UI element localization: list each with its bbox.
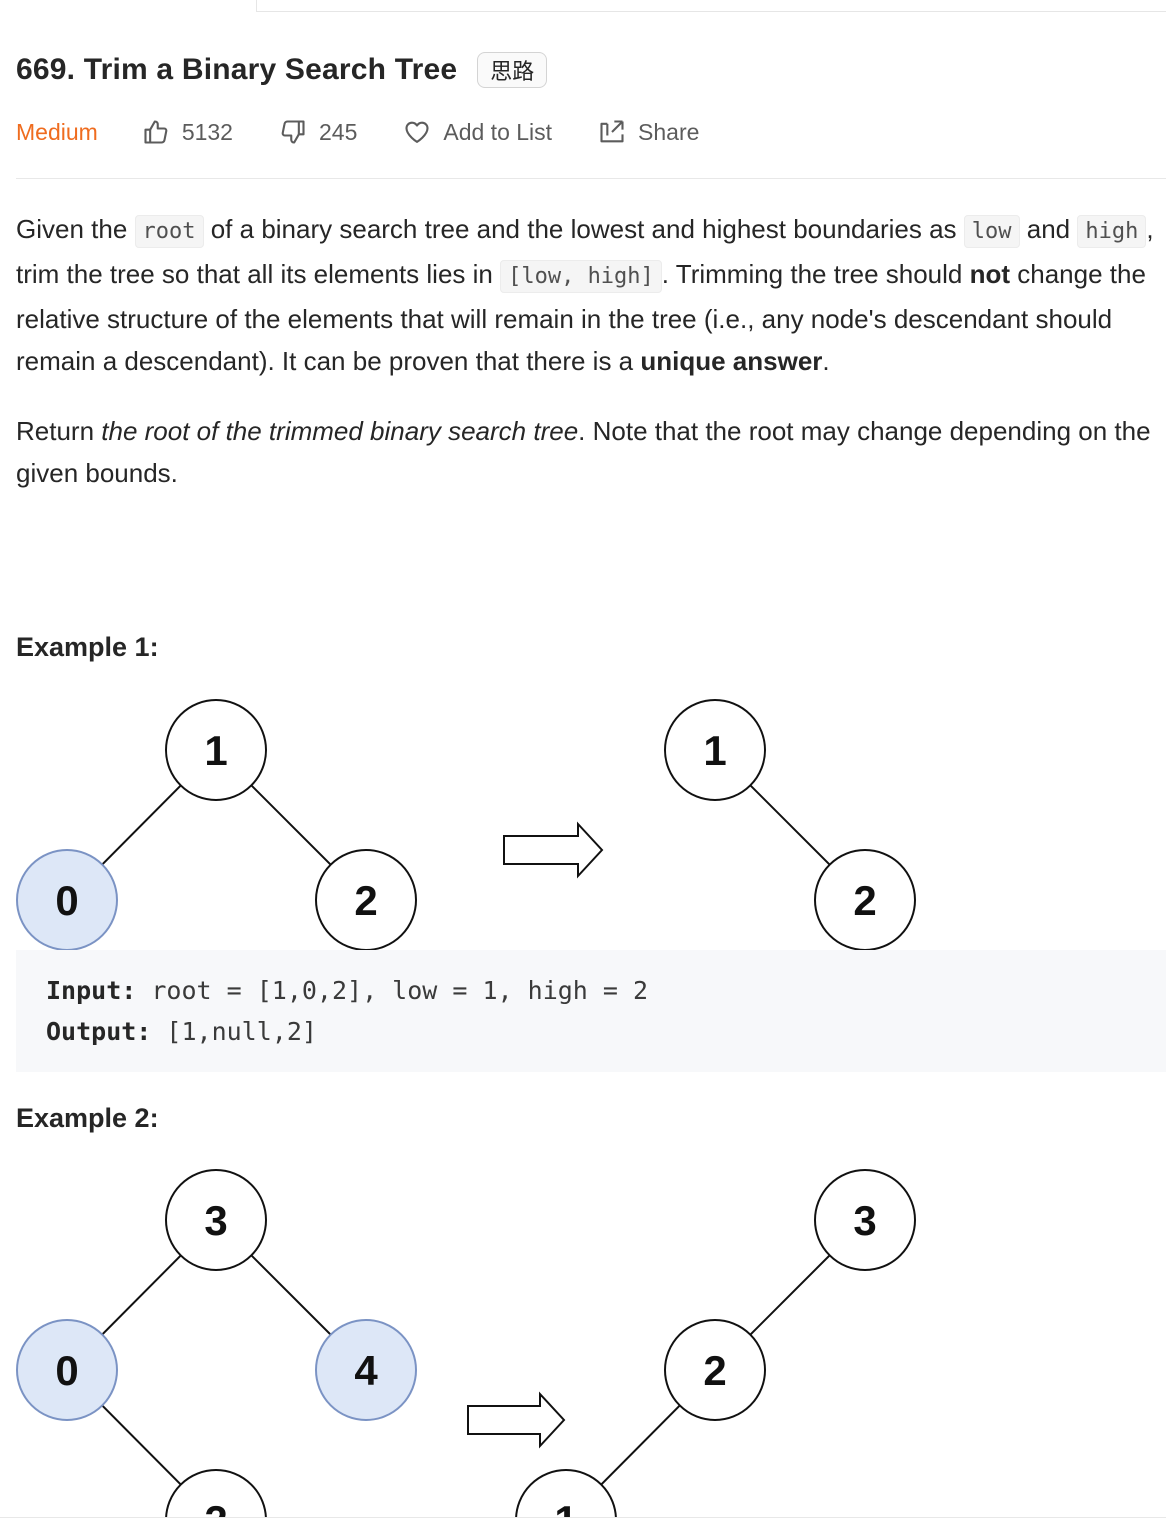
header-divider (16, 178, 1166, 179)
heart-icon (405, 121, 429, 143)
add-to-list-button[interactable]: Add to List (403, 118, 552, 146)
example-1-input: Input: root = [1,0,2], low = 1, high = 2 (46, 976, 649, 1005)
example-1-heading: Example 1: (16, 632, 159, 662)
svg-text:0: 0 (55, 877, 78, 924)
example-1-code: Input: root = [1,0,2], low = 1, high = 2… (16, 950, 1166, 1072)
like-button[interactable]: 5132 (142, 118, 233, 146)
tree-node: 2 (315, 849, 417, 951)
top-panel-edge (256, 0, 1166, 12)
code-root: root (134, 215, 204, 248)
dislike-button[interactable]: 245 (279, 118, 357, 146)
like-count: 5132 (181, 118, 233, 145)
tree-node: 1 (165, 699, 267, 801)
add-to-list-label: Add to List (443, 118, 553, 145)
description-paragraph-2: Return the root of the trimmed binary se… (16, 416, 1151, 488)
tree-node: 3 (814, 1169, 916, 1271)
svg-text:2: 2 (204, 1497, 227, 1518)
thumbs-down-icon (281, 120, 305, 144)
example-1-output: Output: [1,null,2] (46, 1017, 317, 1046)
right-arrow-icon (467, 1391, 566, 1449)
svg-text:2: 2 (703, 1347, 726, 1394)
right-arrow-icon (503, 821, 604, 879)
tree-node: 2 (664, 1319, 766, 1421)
tree-node-removed: 0 (16, 849, 118, 951)
svg-text:1: 1 (204, 727, 227, 774)
share-button[interactable]: Share (598, 118, 699, 146)
hint-badge[interactable]: 思路 (477, 52, 548, 88)
example-2-diagram: 3 0 4 2 3 2 1 (16, 1169, 916, 1518)
meta-row: Medium 5132 245 Add to List Share (16, 112, 745, 152)
svg-text:4: 4 (354, 1347, 378, 1394)
code-high: high (1077, 215, 1147, 248)
example-2-heading: Example 2: (16, 1103, 159, 1133)
title-row: 669. Trim a Binary Search Tree 思路 (16, 48, 548, 92)
difficulty-label: Medium (16, 118, 98, 145)
example-1-diagram: 1 0 2 1 2 (16, 699, 916, 951)
tree-node-removed: 0 (16, 1319, 118, 1421)
svg-text:3: 3 (204, 1197, 227, 1244)
problem-description: Given the root of a binary search tree a… (16, 208, 1156, 494)
description-paragraph-1: Given the root of a binary search tree a… (16, 214, 1154, 376)
tree-node: 1 (664, 699, 766, 801)
svg-text:3: 3 (853, 1197, 876, 1244)
svg-text:1: 1 (554, 1497, 577, 1518)
svg-text:0: 0 (55, 1347, 78, 1394)
thumbs-up-icon (144, 120, 168, 144)
share-label: Share (638, 118, 700, 145)
share-icon (600, 120, 624, 143)
tree-node-removed: 4 (315, 1319, 417, 1421)
bottom-divider (0, 1517, 1166, 1518)
tree-node: 1 (515, 1469, 617, 1518)
svg-text:1: 1 (703, 727, 726, 774)
tree-node: 2 (165, 1469, 267, 1518)
dislike-count: 245 (318, 118, 358, 145)
svg-text:2: 2 (354, 877, 377, 924)
tree-node: 2 (814, 849, 916, 951)
tree-node: 3 (165, 1169, 267, 1271)
code-range: [low, high] (500, 260, 662, 293)
problem-title[interactable]: 669. Trim a Binary Search Tree (16, 53, 458, 86)
code-low: low (963, 215, 1020, 248)
svg-text:2: 2 (853, 877, 876, 924)
